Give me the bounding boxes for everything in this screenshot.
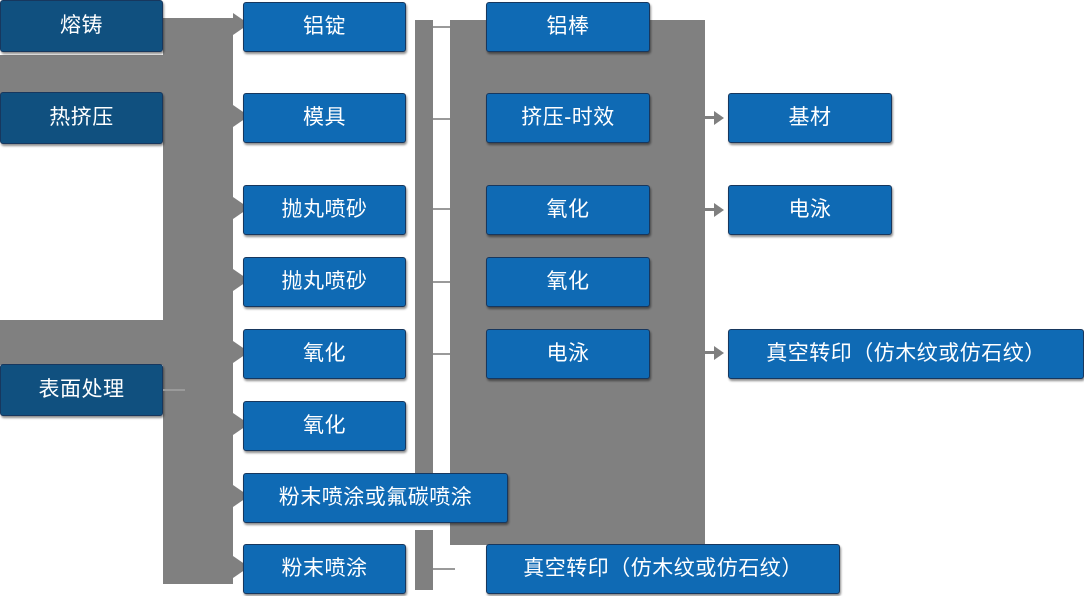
output-label-c4-3: 真空转印（仿木纹或仿石纹） — [766, 342, 1046, 366]
process-label-c2-4: 抛丸喷砂 — [281, 270, 368, 294]
process-label-c2-5: 氧化 — [303, 342, 346, 366]
process-box-c3-1[interactable]: 铝棒 — [486, 2, 650, 52]
stage-box-extrude[interactable]: 热挤压 — [0, 92, 163, 144]
process-label-c2-2: 模具 — [303, 106, 346, 130]
c4-arrow-stem-3 — [705, 351, 717, 354]
process-box-c3-3[interactable]: 氧化 — [486, 185, 650, 235]
process-label-c2-3: 抛丸喷砂 — [281, 198, 368, 222]
surface-down-arrow-icon — [70, 338, 94, 350]
c4-arrow-tip-3 — [714, 346, 724, 360]
process-box-c2-7[interactable]: 粉末喷涂或氟碳喷涂 — [243, 473, 508, 523]
process-box-c2-3[interactable]: 抛丸喷砂 — [243, 185, 406, 235]
process-label-c2-7: 粉末喷涂或氟碳喷涂 — [278, 486, 473, 510]
output-label-c4-1: 基材 — [788, 106, 832, 130]
process-label-c3-3: 氧化 — [546, 198, 590, 222]
c4-arrow-tip-1 — [714, 111, 724, 125]
process-label-c2-6: 氧化 — [303, 414, 346, 438]
process-box-c2-5[interactable]: 氧化 — [243, 329, 406, 379]
stage-label-extrude: 热挤压 — [49, 106, 114, 130]
left-trunk-bar — [163, 18, 233, 584]
mid-tick-5 — [433, 353, 455, 355]
c4-arrow-stem-1 — [705, 116, 717, 119]
mid-tick-6 — [433, 568, 455, 570]
stage-label-melting: 熔铸 — [60, 14, 103, 38]
c4-arrow-stem-2 — [705, 208, 717, 211]
process-box-c2-1[interactable]: 铝锭 — [243, 2, 406, 52]
process-box-c2-2[interactable]: 模具 — [243, 93, 406, 143]
process-box-c2-6[interactable]: 氧化 — [243, 401, 406, 451]
c4-arrow-tip-2 — [714, 203, 724, 217]
stage-box-surface[interactable]: 表面处理 — [0, 364, 163, 416]
mid-trunk-bar — [415, 20, 433, 520]
melting-down-arrow-icon — [70, 70, 94, 82]
process-box-c3-6[interactable]: 真空转印（仿木纹或仿石纹） — [486, 544, 840, 594]
stage-label-surface: 表面处理 — [38, 378, 125, 402]
output-label-c4-2: 电泳 — [788, 198, 832, 222]
process-box-c3-5[interactable]: 电泳 — [486, 329, 650, 379]
mid-trunk-bar-lower — [415, 530, 433, 590]
process-box-c3-2[interactable]: 挤压-时效 — [486, 93, 650, 143]
mid-tick-4 — [433, 281, 455, 283]
process-label-c3-5: 电泳 — [546, 342, 590, 366]
process-label-c2-1: 铝锭 — [303, 15, 346, 39]
mid-tick-1 — [433, 26, 455, 28]
output-box-c4-2[interactable]: 电泳 — [728, 185, 892, 235]
output-box-c4-1[interactable]: 基材 — [728, 93, 892, 143]
stage-box-melting[interactable]: 熔铸 — [0, 0, 163, 52]
process-label-c3-1: 铝棒 — [546, 15, 590, 39]
mid-tick-2 — [433, 118, 455, 120]
output-box-c4-3[interactable]: 真空转印（仿木纹或仿石纹） — [728, 329, 1084, 379]
process-label-c3-4: 氧化 — [546, 270, 590, 294]
process-box-c3-4[interactable]: 氧化 — [486, 257, 650, 307]
process-label-c3-6: 真空转印（仿木纹或仿石纹） — [523, 557, 803, 581]
process-box-c2-4[interactable]: 抛丸喷砂 — [243, 257, 406, 307]
surface-connector-line — [163, 389, 185, 391]
mid-tick-3 — [433, 208, 455, 210]
process-label-c2-8: 粉末喷涂 — [281, 557, 368, 581]
process-label-c3-2: 挤压-时效 — [521, 106, 615, 130]
process-box-c2-8[interactable]: 粉末喷涂 — [243, 544, 406, 594]
